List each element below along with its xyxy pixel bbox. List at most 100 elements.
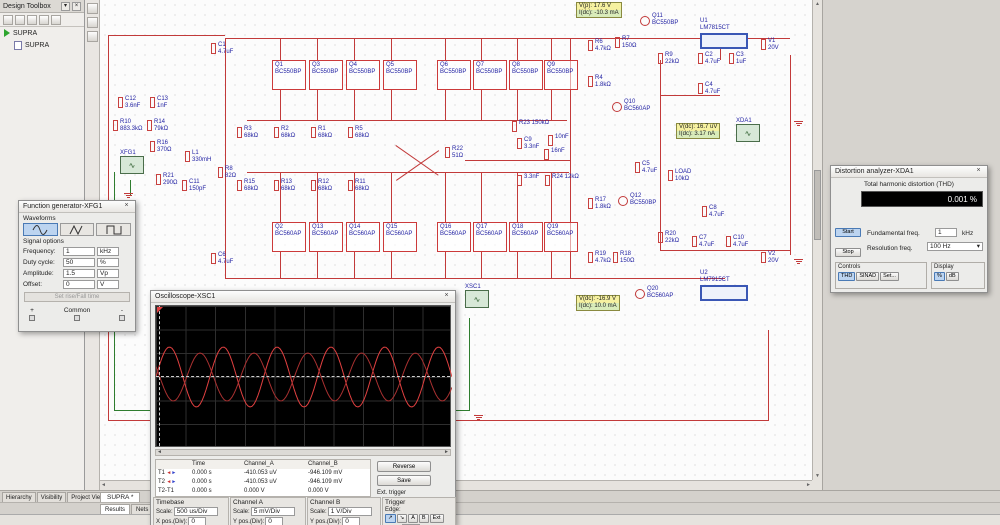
fg-field-unit[interactable]: V <box>97 280 119 289</box>
close-icon[interactable]: × <box>72 1 81 11</box>
fg-field-value[interactable]: 1 <box>63 247 95 256</box>
trig-edge-btn-3[interactable]: B <box>418 514 429 523</box>
start-button[interactable]: Start <box>835 228 861 237</box>
fundamental-freq-field[interactable]: 1 <box>935 228 957 237</box>
fg-field-unit[interactable]: kHz <box>97 247 119 256</box>
part-3.3nF[interactable]: 3.3nF <box>516 174 539 186</box>
horizontal-cursor[interactable] <box>156 376 450 377</box>
cursor-right-arrow-icon[interactable]: ► <box>171 479 177 485</box>
fg-field-value[interactable]: 0 <box>63 280 95 289</box>
da-controls-btn-0[interactable]: THD <box>838 272 856 281</box>
sheet-tab-supra[interactable]: SUPRA * <box>100 492 141 503</box>
fg-terminal-common[interactable]: Common <box>64 307 90 321</box>
instrument-xda1[interactable]: XDA1∿ <box>736 118 760 142</box>
close-icon[interactable]: × <box>444 292 449 299</box>
da-titlebar[interactable]: Distortion analyzer-XDA1 × <box>831 166 987 178</box>
fg-terminal-+[interactable]: + <box>29 307 35 321</box>
t1-cursor[interactable] <box>159 306 160 446</box>
hierarchy-icon[interactable] <box>39 14 49 25</box>
trig-edge-btn-4[interactable]: Ext <box>429 514 444 523</box>
part-R23[interactable]: R23 150kΩ <box>511 120 550 132</box>
tree-item-1[interactable]: SUPRA <box>0 39 84 51</box>
da-controls-btn-2[interactable]: Set... <box>880 272 899 281</box>
fg-terminal--[interactable]: - <box>119 307 125 321</box>
sine-wave-button[interactable] <box>23 223 58 236</box>
refresh-icon[interactable] <box>51 14 61 25</box>
reverse-button[interactable]: Reverse <box>377 461 431 472</box>
cursor-icon[interactable] <box>86 3 98 14</box>
channel-b-scale-field[interactable]: 1 V/Div <box>327 507 372 516</box>
square-wave-button[interactable] <box>96 223 132 236</box>
channel-a-ypos-field[interactable]: 0 <box>265 517 284 525</box>
instrument-xfg1[interactable]: XFG1∿ <box>120 150 144 174</box>
trig-edge-btn-1[interactable]: ↘ <box>396 514 408 523</box>
da-display-btn-1[interactable]: dB <box>945 272 959 281</box>
set-rise-fall-button[interactable]: Set rise/Fall time <box>23 292 131 302</box>
trig-edge-btn-2[interactable]: A <box>408 514 418 523</box>
spreadsheet-tab-results[interactable]: Results <box>100 504 131 515</box>
cursor-left-arrow-icon[interactable]: ◄ <box>165 470 172 476</box>
wire-icon[interactable] <box>86 31 98 42</box>
scroll-thumb[interactable] <box>814 170 821 240</box>
toolbox-tab-hierarchy[interactable]: Hierarchy <box>2 492 36 503</box>
open-icon[interactable] <box>15 14 25 25</box>
instrument-xsc1[interactable]: XSC1∿ <box>465 284 489 308</box>
da-controls-btn-1[interactable]: SINAD <box>856 272 880 281</box>
fg-field-unit[interactable]: Vp <box>97 269 119 278</box>
close-icon[interactable]: × <box>124 202 129 209</box>
toolbox-tab-visibility[interactable]: Visibility <box>36 492 67 503</box>
part-16nF[interactable]: 16nF <box>544 148 565 160</box>
part-10nF[interactable]: 10nF <box>548 134 569 146</box>
save-button[interactable]: Save <box>377 475 431 486</box>
new-icon[interactable] <box>3 14 13 25</box>
close-icon[interactable]: × <box>976 167 981 174</box>
component-icon[interactable] <box>86 17 98 28</box>
pin-icon[interactable]: ▾ <box>61 1 70 11</box>
save-icon[interactable] <box>27 14 37 25</box>
part-R24[interactable]: R24 12kΩ <box>545 174 579 186</box>
fg-field-value[interactable]: 1.5 <box>63 269 95 278</box>
